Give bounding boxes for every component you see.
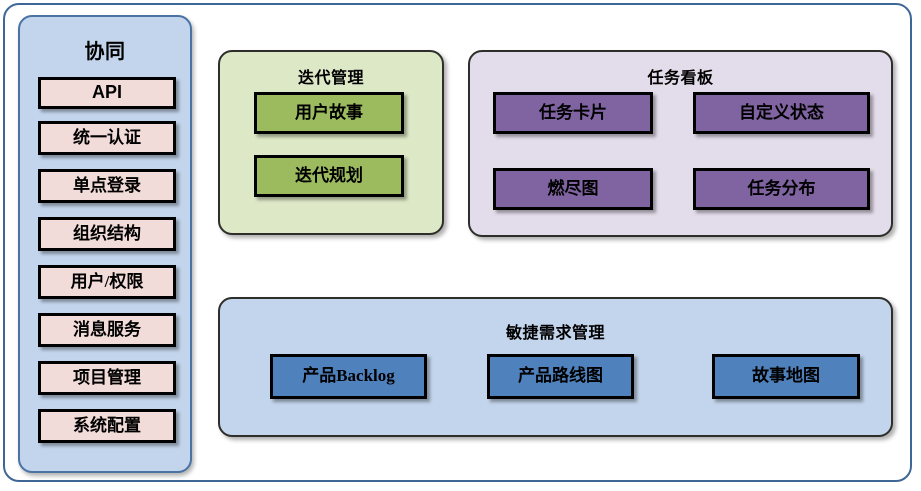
sidebar-item-message-service[interactable]: 消息服务 [38, 313, 176, 347]
sidebar-item-project-management-label: 项目管理 [73, 367, 141, 387]
sidebar-item-sso[interactable]: 单点登录 [38, 169, 176, 203]
sidebar-item-api-label: API [91, 82, 122, 103]
iteration-item-user-story-label: 用户故事 [295, 102, 363, 122]
agile-item-story-map[interactable]: 故事地图 [712, 354, 860, 399]
sidebar-item-system-config-label: 系统配置 [73, 415, 141, 435]
panel-iteration-management[interactable]: 迭代管理 用户故事 迭代规划 [218, 50, 444, 235]
taskboard-item-burndown-chart[interactable]: 燃尽图 [493, 168, 653, 210]
sidebar-item-user-permission[interactable]: 用户/权限 [38, 265, 176, 299]
panel-iteration-management-title: 迭代管理 [297, 70, 364, 87]
taskboard-item-task-card[interactable]: 任务卡片 [493, 92, 653, 134]
panel-collaboration[interactable]: 协同 API 统一认证 单点登录 组织结构 用户/权限 消息服务 项目管理 系统… [18, 15, 192, 473]
sidebar-item-project-management[interactable]: 项目管理 [38, 361, 176, 395]
taskboard-item-task-card-label: 任务卡片 [539, 102, 607, 122]
agile-item-product-backlog[interactable]: 产品Backlog [270, 354, 427, 399]
outer-frame [3, 3, 912, 482]
taskboard-item-task-distribution-label: 任务分布 [747, 178, 816, 198]
taskboard-item-custom-status-label: 自定义状态 [739, 102, 824, 122]
sidebar-item-org-structure[interactable]: 组织结构 [38, 217, 176, 251]
agile-item-product-backlog-label: 产品Backlog [302, 366, 395, 386]
panel-agile-requirements-title: 敏捷需求管理 [505, 325, 605, 342]
panel-agile-requirements[interactable]: 敏捷需求管理 产品Backlog 产品路线图 故事地图 [218, 297, 893, 437]
sidebar-item-system-config[interactable]: 系统配置 [38, 409, 176, 443]
taskboard-item-task-distribution[interactable]: 任务分布 [693, 168, 870, 210]
agile-item-story-map-label: 故事地图 [752, 366, 820, 386]
sidebar-item-message-service-label: 消息服务 [73, 319, 141, 339]
agile-item-product-roadmap[interactable]: 产品路线图 [487, 354, 634, 399]
sidebar-item-unified-auth-label: 统一认证 [73, 127, 141, 147]
iteration-item-user-story[interactable]: 用户故事 [254, 92, 404, 134]
iteration-item-iteration-planning[interactable]: 迭代规划 [254, 155, 404, 197]
taskboard-item-burndown-chart-label: 燃尽图 [547, 178, 599, 198]
sidebar-item-api[interactable]: API [38, 77, 176, 109]
sidebar-item-sso-label: 单点登录 [73, 175, 141, 195]
iteration-item-iteration-planning-label: 迭代规划 [295, 165, 363, 185]
panel-task-board[interactable]: 任务看板 任务卡片 自定义状态 燃尽图 任务分布 [468, 50, 893, 237]
panel-task-board-title: 任务看板 [647, 70, 714, 87]
taskboard-item-custom-status[interactable]: 自定义状态 [693, 92, 870, 134]
sidebar-item-user-permission-label: 用户/权限 [70, 271, 144, 291]
sidebar-item-unified-auth[interactable]: 统一认证 [38, 121, 176, 155]
sidebar-item-org-structure-label: 组织结构 [73, 223, 141, 243]
panel-collaboration-title: 协同 [84, 41, 126, 63]
agile-item-product-roadmap-label: 产品路线图 [518, 366, 603, 386]
